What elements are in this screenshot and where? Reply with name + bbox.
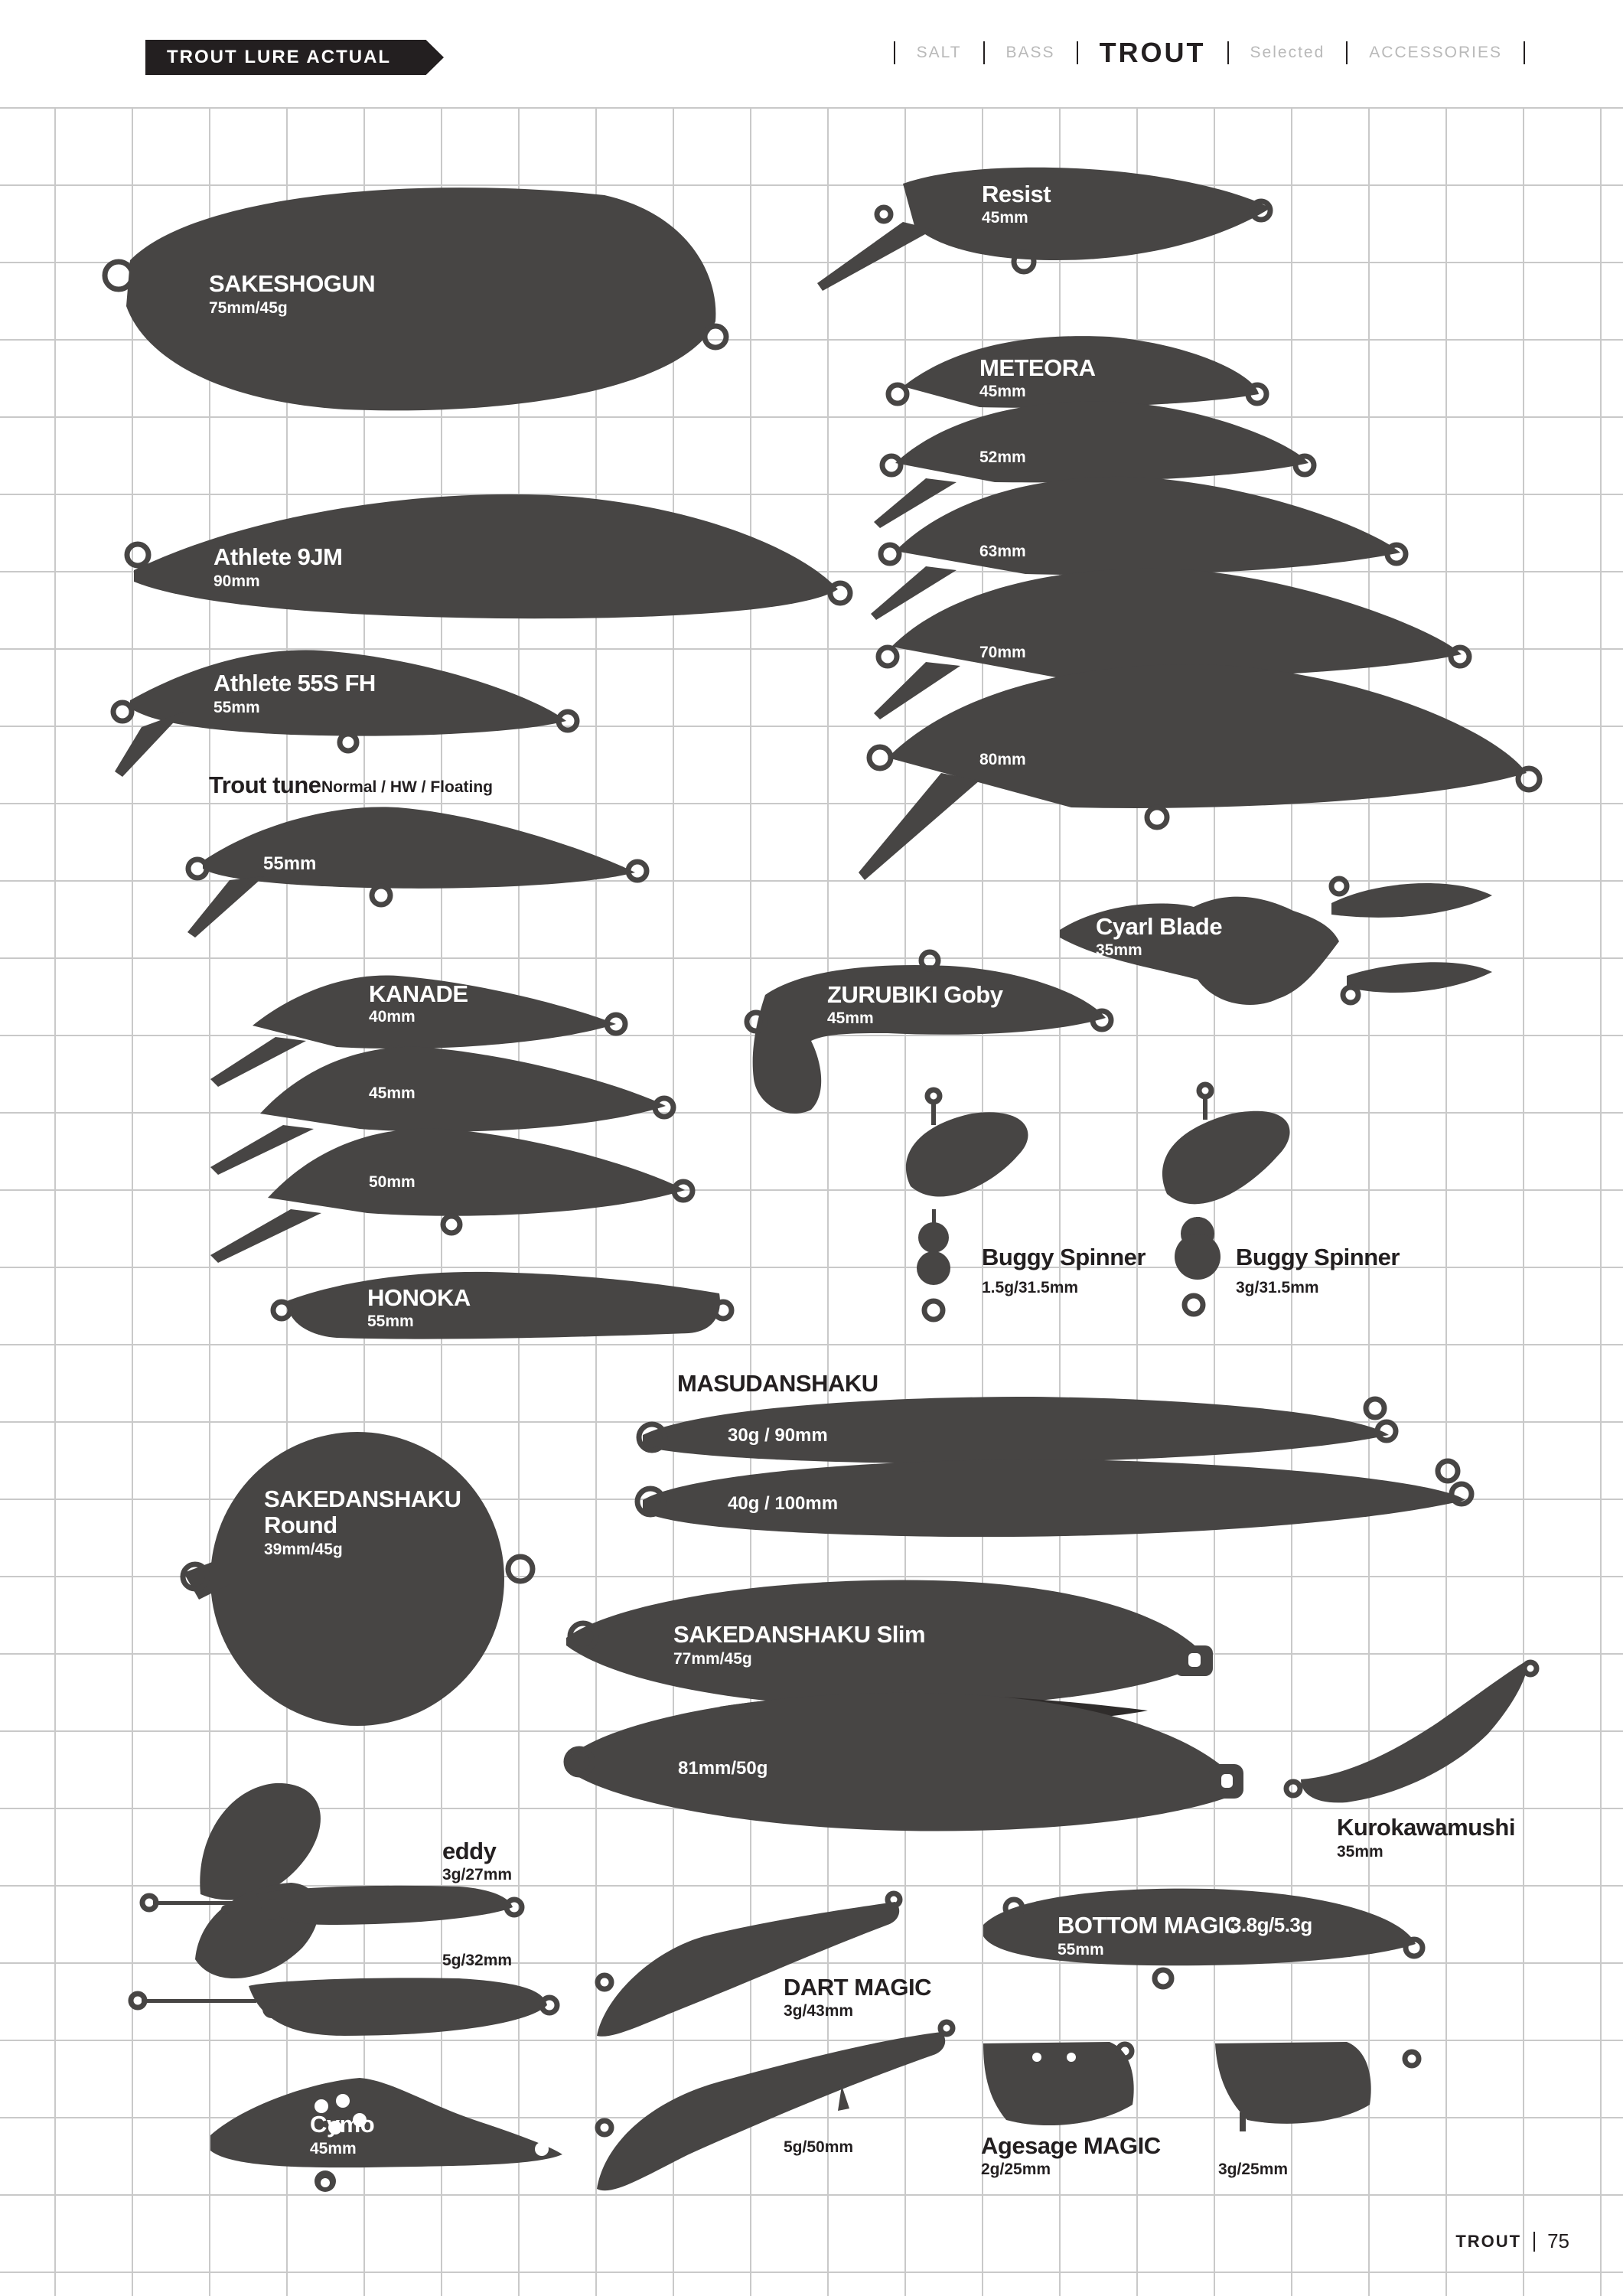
label-athlete9jm-name: Athlete 9JM xyxy=(213,543,343,570)
nav-item-trout[interactable]: TROUT xyxy=(1099,37,1206,68)
label-kanade-size-40: 40mm xyxy=(369,1008,416,1026)
nav-separator xyxy=(983,41,985,64)
page-footer: TROUT 75 xyxy=(1455,2229,1569,2253)
label-athlete9jm-size: 90mm xyxy=(213,572,260,590)
label-bottommagic-size: 55mm xyxy=(1058,1941,1104,1958)
footer-separator xyxy=(1533,2231,1536,2252)
lure-sakedanshaku-slim xyxy=(563,1580,1243,1831)
label-trouttune-variants: Normal / HW / Floating xyxy=(321,778,493,796)
label-zurubiki-size: 45mm xyxy=(827,1009,874,1027)
label-dartmagic-name: DART MAGIC xyxy=(784,1974,932,2001)
label-meteora-size-45: 45mm xyxy=(979,383,1026,400)
nav-separator xyxy=(1524,41,1525,64)
lure-honoka xyxy=(270,1271,735,1339)
top-nav: SALT BASS TROUT Selected ACCESSORIES xyxy=(872,35,1546,70)
label-buggy1-size: 1.5g/31.5mm xyxy=(982,1279,1079,1296)
lure-athlete-9jm xyxy=(124,494,853,619)
lure-sakeshogun xyxy=(102,188,729,411)
lure-agesage-magic xyxy=(983,2041,1422,2131)
lure-kurokawamushi xyxy=(1283,1659,1540,1803)
label-sakedanshaku-slim-size-81: 81mm/50g xyxy=(678,1758,768,1779)
label-athlete55sfh-size: 55mm xyxy=(213,699,260,716)
lure-sakedanshaku-round xyxy=(180,1432,536,1726)
nav-item-accessories[interactable]: ACCESSORIES xyxy=(1369,44,1502,61)
lure-athlete-55sfh xyxy=(110,650,580,777)
label-sakedanshaku-round-size: 39mm/45g xyxy=(264,1541,343,1558)
label-kanade-size-50: 50mm xyxy=(369,1173,416,1191)
label-dartmagic-size-3g: 3g/43mm xyxy=(784,2002,854,2020)
footer-section: TROUT xyxy=(1455,2231,1522,2251)
label-sakedanshaku-slim-name: SAKEDANSHAKU Slim xyxy=(673,1621,926,1648)
lure-kanade xyxy=(210,975,696,1263)
label-sakeshogun-size: 75mm/45g xyxy=(209,299,288,317)
label-masudanshaku-name: MASUDANSHAKU xyxy=(677,1370,878,1397)
label-eddy-name: eddy xyxy=(442,1838,497,1864)
nav-item-bass[interactable]: BASS xyxy=(1005,44,1055,61)
label-honoka-name: HONOKA xyxy=(367,1284,471,1311)
label-kanade-size-45: 45mm xyxy=(369,1084,416,1102)
label-cyarlblade-size: 35mm xyxy=(1096,941,1142,959)
lure-dart-magic xyxy=(595,1890,956,2191)
lure-bottom-magic xyxy=(983,1888,1426,1990)
lure-cymo xyxy=(210,2078,562,2192)
label-kurokawamushi-name: Kurokawamushi xyxy=(1337,1814,1515,1841)
nav-separator xyxy=(893,41,895,64)
label-cymo-name: Cymo xyxy=(310,2111,375,2138)
label-trouttune-size: 55mm xyxy=(263,853,317,874)
label-agesage-size-3g: 3g/25mm xyxy=(1218,2161,1289,2178)
label-bottommagic-weight: 3.8g/5.3g xyxy=(1230,1913,1312,1936)
label-agesage-size-2g: 2g/25mm xyxy=(981,2161,1051,2178)
label-athlete55sfh-name: Athlete 55S FH xyxy=(213,670,376,696)
section-tag: TROUT LURE ACTUAL SIZE xyxy=(145,40,444,75)
label-bottommagic-name: BOTTOM MAGIC xyxy=(1058,1912,1241,1939)
lure-buggy-spinner-1 xyxy=(905,1087,1028,1322)
label-dartmagic-size-5g: 5g/50mm xyxy=(784,2138,854,2156)
lure-meteora xyxy=(859,336,1543,880)
nav-item-selected[interactable]: Selected xyxy=(1250,44,1325,61)
label-zurubiki-name: ZURUBIKI Goby xyxy=(827,981,1003,1008)
label-meteora-size-63: 63mm xyxy=(979,543,1026,560)
label-buggy1-name: Buggy Spinner xyxy=(982,1244,1146,1270)
label-meteora-size-70: 70mm xyxy=(979,644,1026,661)
label-kurokawamushi-size: 35mm xyxy=(1337,1843,1383,1861)
lure-masudanshaku xyxy=(634,1396,1475,1538)
label-kanade-name: KANADE xyxy=(369,980,468,1007)
label-resist-name: Resist xyxy=(982,181,1051,207)
nav-separator xyxy=(1227,41,1229,64)
label-honoka-size: 55mm xyxy=(367,1313,414,1330)
lure-zurubiki-goby xyxy=(744,949,1114,1114)
label-masudanshaku-size-30g: 30g / 90mm xyxy=(728,1425,828,1446)
label-sakeshogun-name: SAKESHOGUN xyxy=(209,270,376,297)
label-agesage-name: Agesage MAGIC xyxy=(981,2132,1161,2159)
nav-item-salt[interactable]: SALT xyxy=(916,44,962,61)
lure-cyarl-blade xyxy=(1060,876,1492,1006)
label-cymo-size: 45mm xyxy=(310,2140,357,2157)
label-sakedanshaku-round-name-1: SAKEDANSHAKU xyxy=(264,1486,461,1512)
label-eddy-size-3g: 3g/27mm xyxy=(442,1866,513,1883)
lure-trout-tune xyxy=(185,807,650,938)
label-eddy-size-5g: 5g/32mm xyxy=(442,1952,513,1969)
nav-separator xyxy=(1076,41,1078,64)
label-sakedanshaku-slim-size-77: 77mm/45g xyxy=(673,1650,752,1668)
lure-eddy xyxy=(128,1782,560,2036)
label-trouttune-name: Trout tune xyxy=(209,771,321,798)
label-meteora-size-80: 80mm xyxy=(979,751,1026,768)
label-buggy2-name: Buggy Spinner xyxy=(1236,1244,1400,1270)
label-sakedanshaku-round-name-2: Round xyxy=(264,1512,337,1538)
label-resist-size: 45mm xyxy=(982,209,1028,227)
label-masudanshaku-size-40g: 40g / 100mm xyxy=(728,1493,839,1514)
lure-resist xyxy=(817,167,1273,291)
page-number: 75 xyxy=(1547,2229,1569,2252)
label-meteora-name: METEORA xyxy=(979,354,1096,381)
label-meteora-size-52: 52mm xyxy=(979,448,1026,466)
label-cyarlblade-name: Cyarl Blade xyxy=(1096,913,1223,940)
label-buggy2-size: 3g/31.5mm xyxy=(1236,1279,1319,1296)
lure-buggy-spinner-2 xyxy=(1162,1081,1290,1317)
nav-separator xyxy=(1346,41,1348,64)
